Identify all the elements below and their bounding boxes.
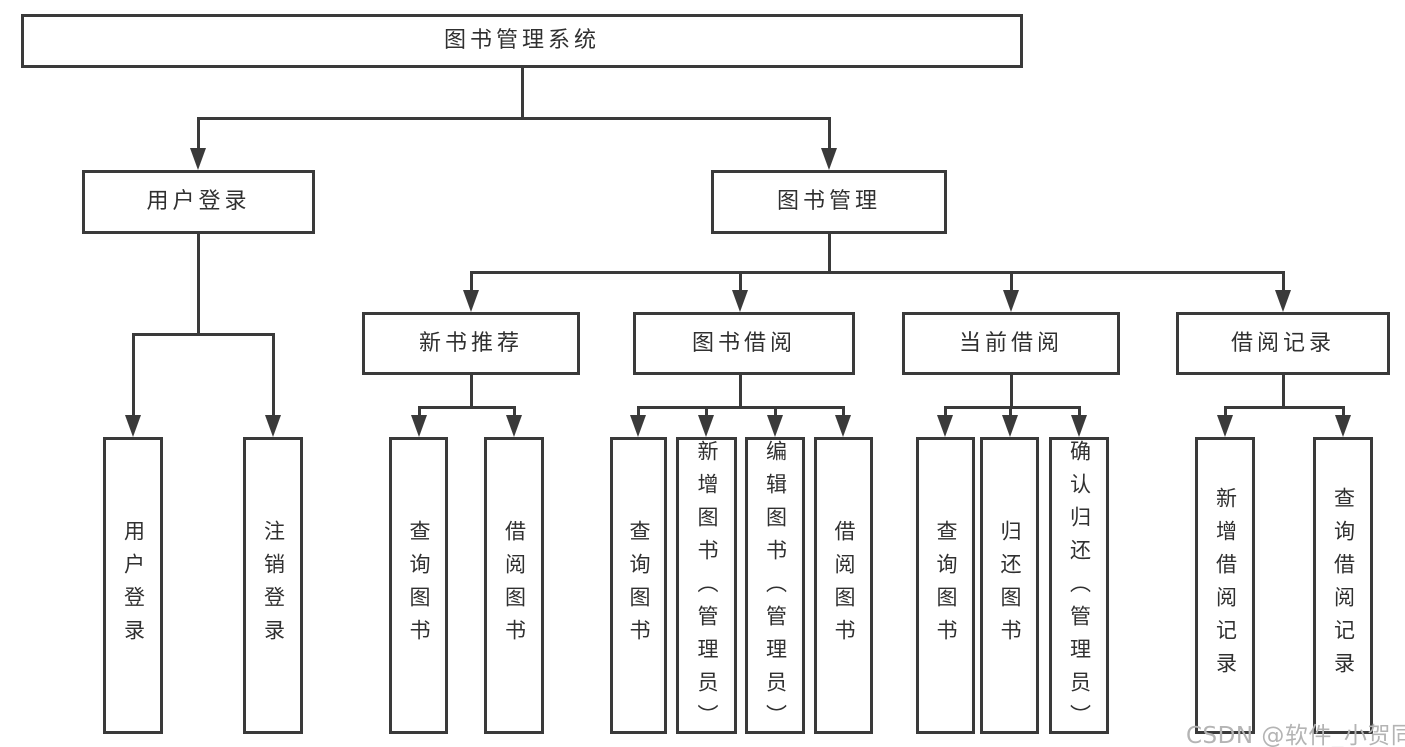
arrowhead-down-icon (506, 415, 522, 437)
node-book-borrowing: 图书借阅 (633, 312, 855, 375)
connector-line (131, 332, 275, 336)
connector-line (469, 272, 473, 294)
arrowhead-down-icon (1217, 415, 1233, 437)
arrowhead-down-icon (463, 290, 479, 312)
connector-line (1223, 405, 1345, 409)
connector-line (827, 118, 831, 152)
arrowhead-down-icon (1335, 415, 1351, 437)
node-new-book-recommendation: 新书推荐 (362, 312, 580, 375)
connector-line (827, 231, 831, 274)
connector-line (1008, 407, 1012, 419)
connector-line (738, 272, 742, 294)
arrowhead-down-icon (732, 290, 748, 312)
connector-line (1281, 372, 1285, 409)
arrowhead-down-icon (411, 415, 427, 437)
leaf-add-borrow-record: 新增借阅记录 (1195, 437, 1255, 734)
connector-line (196, 118, 200, 152)
connector-line (1223, 407, 1227, 419)
arrowhead-down-icon (698, 415, 714, 437)
connector-line (738, 372, 742, 409)
leaf-query-books-current: 查询图书 (916, 437, 975, 734)
arrowhead-down-icon (1275, 290, 1291, 312)
connector-line (943, 405, 1081, 409)
leaf-return-books: 归还图书 (980, 437, 1039, 734)
leaf-borrow-books-recommend: 借阅图书 (484, 437, 544, 734)
connector-line (1009, 372, 1013, 409)
connector-line (1077, 407, 1081, 419)
node-book-management: 图书管理 (711, 170, 947, 234)
leaf-edit-books-admin: 编辑图书（管理员） (745, 437, 805, 737)
connector-line (469, 372, 473, 409)
arrowhead-down-icon (265, 415, 281, 437)
arrowhead-down-icon (821, 148, 837, 170)
connector-line (196, 231, 200, 336)
connector-line (773, 407, 777, 419)
arrowhead-down-icon (1071, 415, 1087, 437)
arrowhead-down-icon (1002, 415, 1018, 437)
connector-line (512, 407, 516, 419)
leaf-query-borrow-record: 查询借阅记录 (1313, 437, 1373, 734)
arrowhead-down-icon (630, 415, 646, 437)
node-user-login: 用户登录 (82, 170, 315, 234)
leaf-user-login: 用户登录 (103, 437, 163, 734)
connector-line (520, 65, 524, 120)
arrowhead-down-icon (835, 415, 851, 437)
connector-line (469, 270, 1285, 274)
arrowhead-down-icon (190, 148, 206, 170)
node-current-borrowing: 当前借阅 (902, 312, 1120, 375)
connector-line (196, 116, 831, 120)
connector-line (1009, 272, 1013, 294)
node-borrowing-records: 借阅记录 (1176, 312, 1390, 375)
leaf-borrow-books-borrowing: 借阅图书 (814, 437, 873, 734)
leaf-logout-login: 注销登录 (243, 437, 303, 734)
connector-line (1341, 407, 1345, 419)
node-library-management-system: 图书管理系统 (21, 14, 1023, 68)
connector-line (131, 334, 135, 419)
connector-line (704, 407, 708, 419)
watermark-text: CSDN @软件_小贺同学 (1186, 723, 1405, 747)
connector-line (841, 407, 845, 419)
arrowhead-down-icon (1003, 290, 1019, 312)
connector-line (1281, 272, 1285, 294)
arrowhead-down-icon (767, 415, 783, 437)
connector-line (417, 405, 516, 409)
connector-line (417, 407, 421, 419)
arrowhead-down-icon (937, 415, 953, 437)
connector-line (943, 407, 947, 419)
leaf-query-books-recommend: 查询图书 (389, 437, 448, 734)
leaf-add-books-admin: 新增图书（管理员） (676, 437, 737, 737)
arrowhead-down-icon (125, 415, 141, 437)
connector-line (271, 334, 275, 419)
leaf-query-books-borrowing: 查询图书 (610, 437, 667, 734)
leaf-confirm-return-admin: 确认归还（管理员） (1049, 437, 1109, 737)
connector-line (636, 405, 845, 409)
connector-line (636, 407, 640, 419)
